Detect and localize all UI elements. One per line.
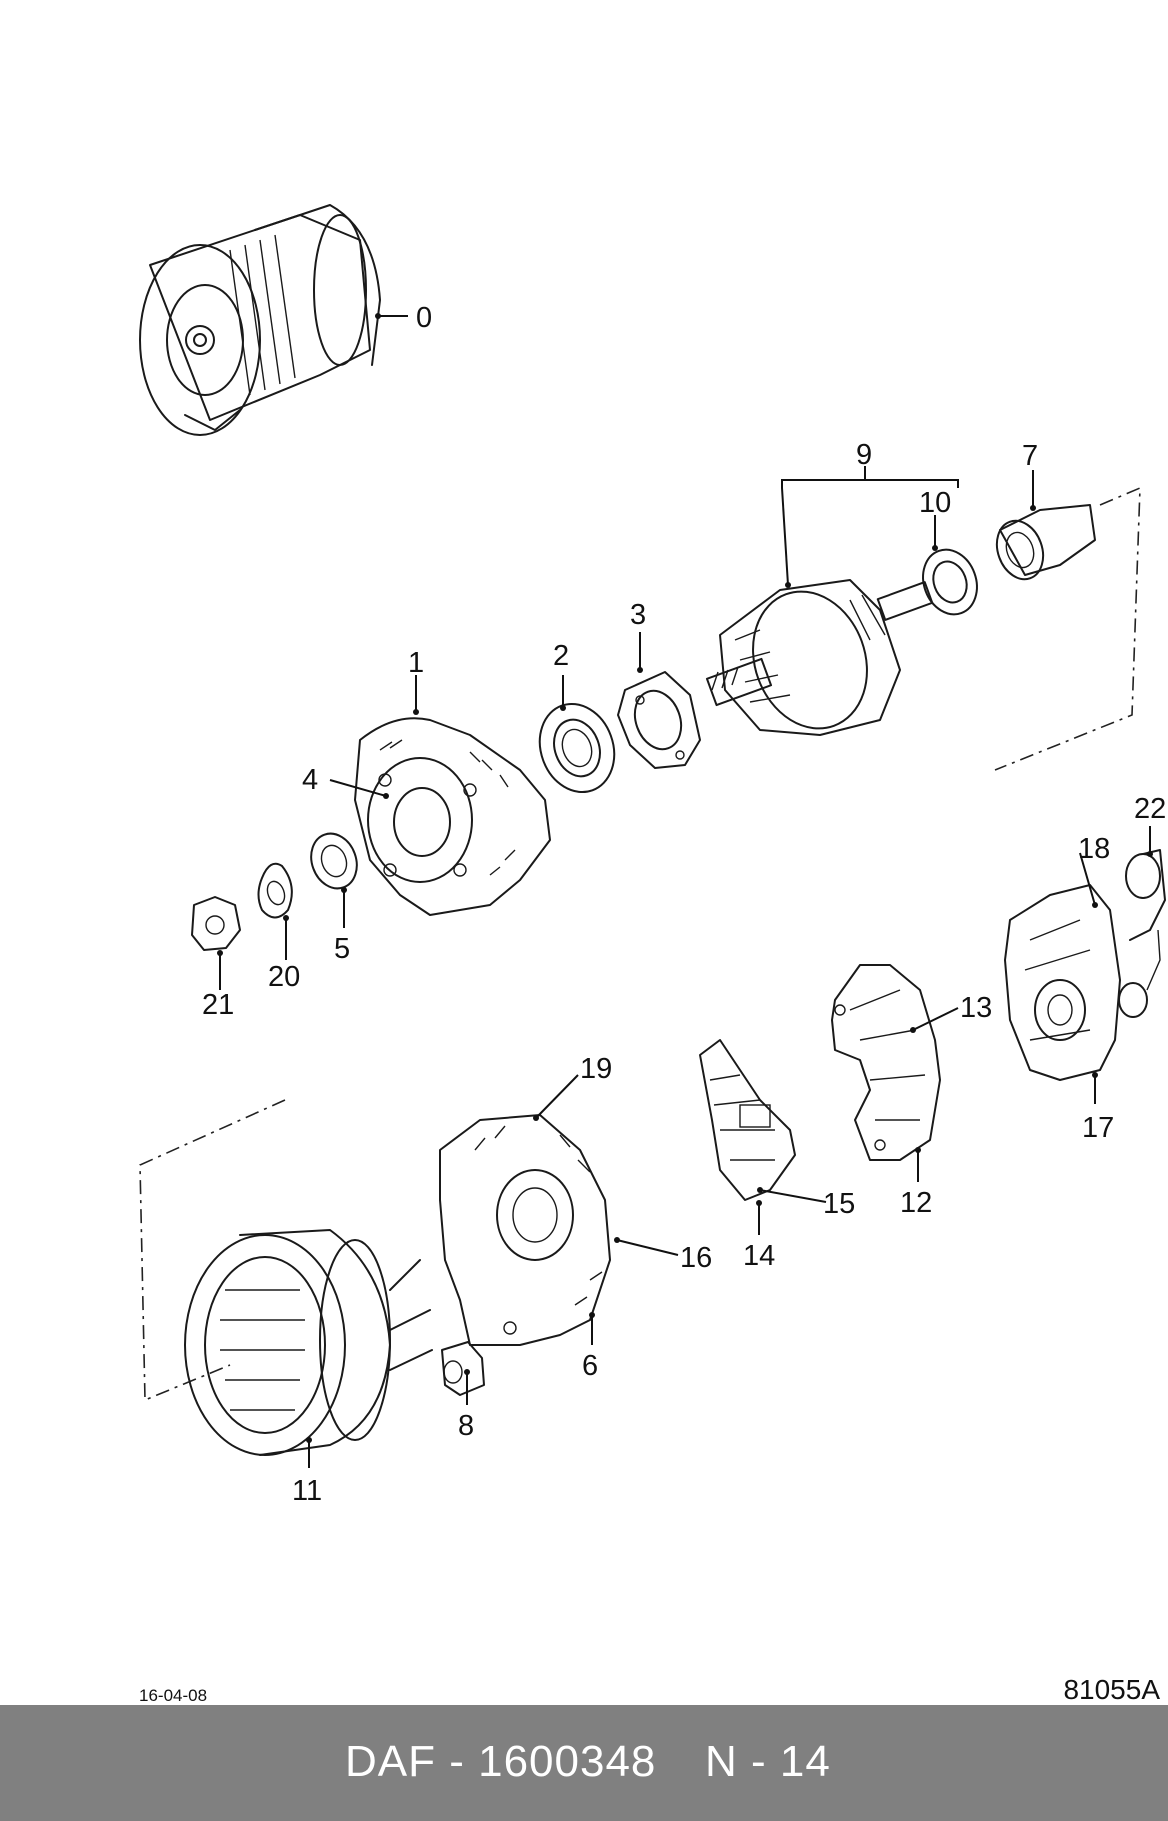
- callout-4: 4: [302, 764, 318, 796]
- part-bearing-plate: [617, 671, 701, 769]
- part-cap: [995, 504, 1096, 581]
- part-rotor: [705, 579, 934, 736]
- callout-14: 14: [743, 1240, 775, 1272]
- drawing-reference: 81055A: [1063, 1674, 1160, 1705]
- part-drive-end-housing: [354, 717, 551, 916]
- callout-17: 17: [1082, 1112, 1114, 1144]
- callout-16: 16: [680, 1242, 712, 1274]
- footer-page-code: N - 14: [705, 1737, 831, 1786]
- callout-8: 8: [458, 1410, 474, 1442]
- callout-2: 2: [553, 640, 569, 672]
- part-rectifier: [831, 964, 941, 1161]
- part-nut: [191, 896, 241, 951]
- part-regulator: [699, 1039, 796, 1201]
- part-plug: [1118, 849, 1166, 1018]
- callout-22: 22: [1134, 793, 1166, 825]
- callout-11: 11: [292, 1475, 322, 1507]
- part-bearing-10: [922, 548, 978, 616]
- callout-13: 13: [960, 992, 992, 1024]
- part-rear-cover: [1004, 884, 1121, 1081]
- part-alternator-assembly: [139, 204, 381, 436]
- callout-6: 6: [582, 1350, 598, 1382]
- callout-21: 21: [202, 989, 234, 1021]
- callout-15: 15: [823, 1188, 855, 1220]
- callout-19: 19: [580, 1053, 612, 1085]
- callout-9: 9: [856, 439, 872, 471]
- callout-5: 5: [334, 933, 350, 965]
- part-sleeve: [441, 1341, 485, 1396]
- footer-part-number: DAF - 1600348: [345, 1737, 657, 1786]
- part-slip-ring-end-housing: [439, 1114, 611, 1346]
- part-stator: [184, 1229, 433, 1456]
- callout-0: 0: [416, 302, 432, 334]
- callout-18: 18: [1078, 833, 1110, 865]
- callout-20: 20: [268, 961, 300, 993]
- callout-7: 7: [1022, 440, 1038, 472]
- callout-10: 10: [919, 487, 951, 519]
- part-washer: [257, 862, 293, 919]
- exploded-parts-diagram: 0 1 4 2 3: [139, 204, 1166, 1507]
- part-seal-ring: [310, 832, 358, 890]
- drawing-date: 16-04-08: [139, 1686, 208, 1705]
- callout-3: 3: [630, 599, 646, 631]
- footer-bar: DAF - 1600348 N - 14: [0, 1705, 1168, 1821]
- callout-1: 1: [408, 647, 424, 679]
- part-bearing-2: [538, 702, 616, 794]
- callout-12: 12: [900, 1187, 932, 1219]
